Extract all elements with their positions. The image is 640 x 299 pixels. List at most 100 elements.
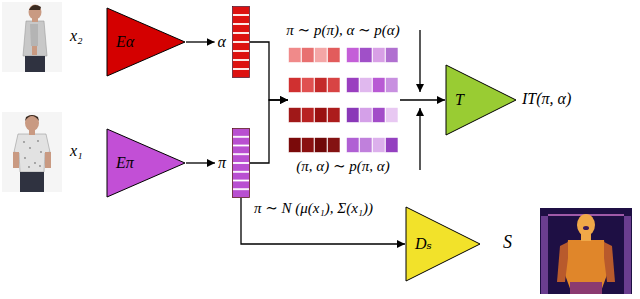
vector-outline: [233, 129, 250, 198]
photo-front-view: [2, 112, 62, 192]
sample-cell: [360, 78, 373, 93]
connector: [186, 41, 215, 42]
sample-cell: [360, 138, 373, 153]
encoder-triangle: Eπ: [106, 128, 186, 198]
arm: [32, 46, 37, 55]
sample-grid: π ∼ p(π), α ∼ p(α)(π, α) ∼ p(π, α): [288, 47, 398, 153]
sample-cell: [289, 108, 302, 123]
sample-cell: [302, 78, 315, 93]
sample-cell: [373, 48, 386, 63]
sample-cell: [386, 138, 399, 153]
hair: [25, 115, 39, 121]
vector-cell: [233, 43, 250, 51]
pants: [20, 172, 44, 192]
pants: [25, 56, 45, 72]
sample-cell: [360, 108, 373, 123]
sample-cell: [347, 78, 360, 93]
input-photo: x₂: [2, 2, 62, 72]
sample-cell: [302, 138, 315, 153]
photo-side-view: [2, 2, 62, 72]
seg-arm: [557, 242, 568, 282]
sample-cell: [302, 108, 315, 123]
connector: [241, 198, 405, 244]
vector-cells: [232, 6, 250, 78]
block-name: T: [455, 91, 464, 109]
block-name: Eπ: [116, 154, 134, 172]
sample-cell: [289, 138, 302, 153]
seg-wall: [541, 216, 548, 294]
hair: [29, 5, 41, 10]
seg-lower: [570, 282, 602, 294]
seg-head: [577, 214, 595, 236]
variable-name: α: [218, 33, 226, 51]
vector-cell: [233, 190, 250, 198]
vector-cell: [233, 25, 250, 33]
sample-cell: [315, 78, 328, 93]
sampling-arrow: [419, 30, 420, 92]
seg-arm: [604, 242, 615, 282]
sample-cell: [386, 108, 399, 123]
sample-cell: [347, 48, 360, 63]
shirt-pattern: [23, 140, 42, 168]
block-name: Eα: [116, 33, 134, 51]
encoder-triangle: Eα: [106, 7, 186, 77]
sample-cell: [347, 108, 360, 123]
head: [25, 115, 39, 131]
photo-ground: [2, 2, 62, 72]
variable-name: x₁: [70, 142, 83, 160]
sample-cells: [288, 47, 398, 153]
connector: [186, 162, 215, 163]
seg-torso: [564, 240, 608, 294]
shirt: [23, 21, 47, 56]
sample-cell: [360, 48, 373, 63]
sample-cell: [373, 108, 386, 123]
vector-cell: [233, 137, 250, 145]
sample-cell: [289, 78, 302, 93]
sample-cell: [373, 78, 386, 93]
triangle-shape: [107, 129, 185, 197]
variable-name: π: [218, 154, 226, 172]
sample-cell: [347, 138, 360, 153]
connector: [400, 99, 445, 100]
vector-cell: [233, 164, 250, 172]
generator-triangle: T: [445, 64, 517, 136]
sample-cell: [373, 138, 386, 153]
input-photo: x₁: [2, 112, 62, 192]
triangle-shape: [406, 207, 480, 281]
vector-cell: [233, 181, 250, 189]
vector-cell: [233, 155, 250, 163]
head: [29, 5, 42, 20]
distribution-label: π ∼ N (μ(x₁), Σ(x₁)): [254, 200, 373, 217]
sample-cell: [386, 48, 399, 63]
decoder-triangle: Dₛ: [405, 206, 481, 282]
vector-cell: [233, 70, 250, 78]
sleeve: [30, 24, 38, 46]
sample-cell: [328, 138, 341, 153]
triangle-shape: [107, 8, 185, 76]
output-label: IT(π, α): [522, 90, 571, 108]
seg-wall: [624, 216, 631, 294]
arm: [13, 152, 19, 168]
sample-cell: [315, 138, 328, 153]
sample-cell: [289, 48, 302, 63]
sample-cell: [328, 48, 341, 63]
seg-ground: [540, 208, 632, 294]
vector-cell: [233, 52, 250, 60]
sample-cell: [328, 78, 341, 93]
formula: π ∼ p(π), α ∼ p(α): [286, 22, 399, 39]
sample-cell: [315, 48, 328, 63]
latent-vector: α: [218, 6, 250, 78]
vector-cell: [233, 61, 250, 69]
vector-cell: [233, 7, 250, 15]
seg-face: [583, 226, 589, 230]
vector-cells: [232, 128, 250, 198]
variable-name: x₂: [70, 27, 83, 45]
connector: [250, 42, 288, 100]
sample-cell: [302, 48, 315, 63]
vector-cell: [233, 172, 250, 180]
sample-cell: [328, 108, 341, 123]
sampling-arrow: [419, 108, 420, 170]
